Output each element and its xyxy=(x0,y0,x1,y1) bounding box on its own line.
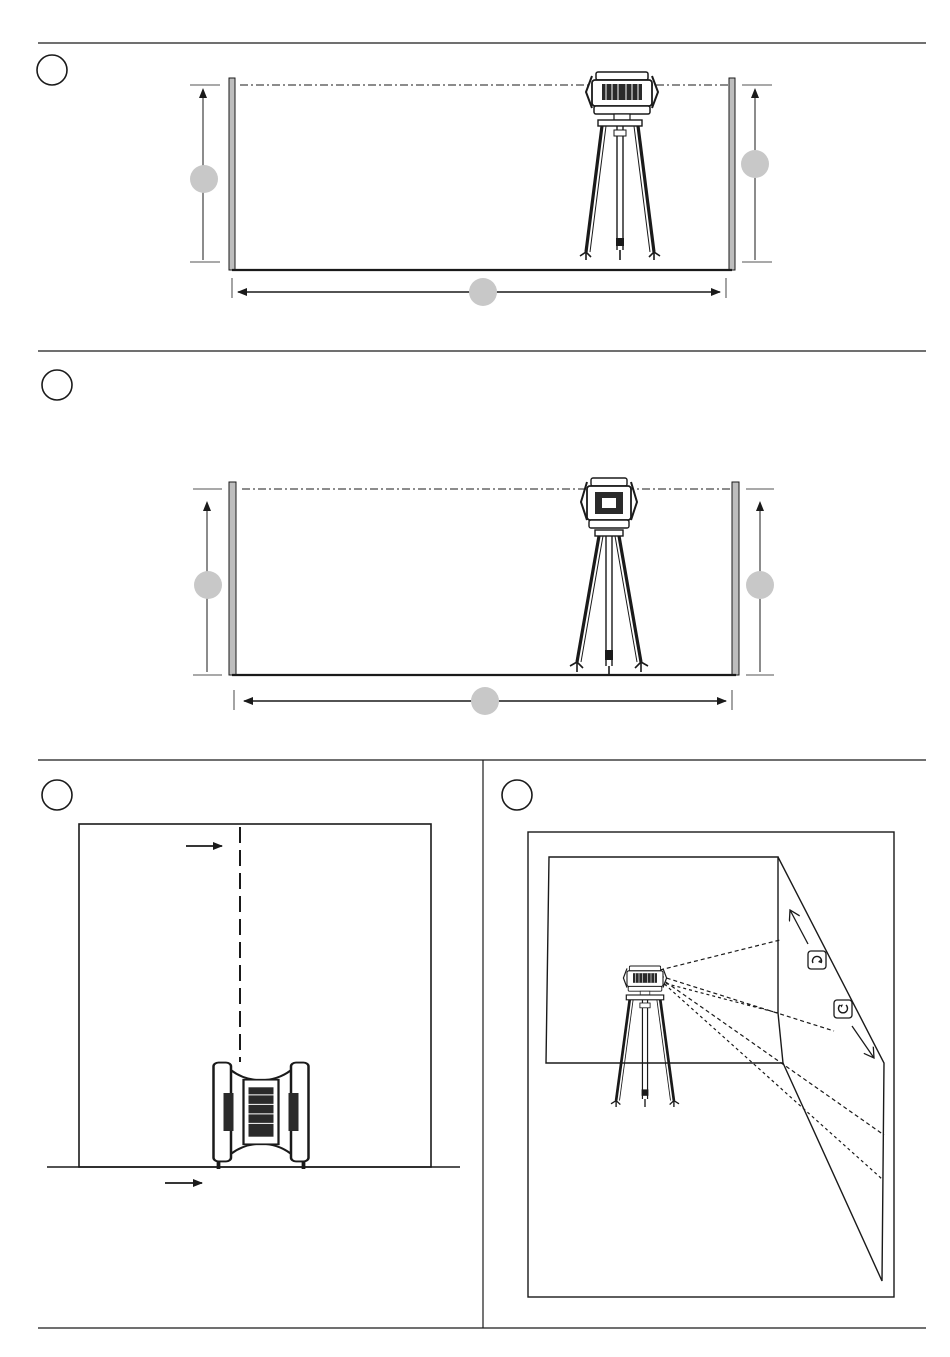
left-wall xyxy=(229,78,235,270)
right-height-dimension xyxy=(746,489,774,675)
right-wall xyxy=(732,482,739,675)
left-wall xyxy=(229,482,236,675)
callout-dot xyxy=(746,571,774,599)
left-height-dimension xyxy=(190,85,220,262)
rotary-laser-level-icon xyxy=(586,72,658,120)
figure-bottom-right xyxy=(502,780,894,1297)
step-marker xyxy=(37,55,67,85)
right-height-dimension xyxy=(741,85,772,262)
callout-dot xyxy=(190,165,218,193)
rotate-counterclockwise-icon xyxy=(808,951,826,969)
right-wall xyxy=(729,78,735,270)
width-dimension xyxy=(234,687,732,715)
tripod-icon xyxy=(580,120,660,260)
width-dimension xyxy=(232,278,726,306)
step-marker xyxy=(42,370,72,400)
left-height-dimension xyxy=(193,489,222,675)
rotary-laser-level-icon xyxy=(623,966,666,995)
callout-dot xyxy=(194,571,222,599)
figure-bottom-left xyxy=(42,780,460,1183)
callout-dot xyxy=(741,150,769,178)
step-marker xyxy=(42,780,72,810)
rotary-laser-level-icon xyxy=(581,478,637,528)
rotate-clockwise-icon xyxy=(834,1000,852,1018)
callout-dot xyxy=(469,278,497,306)
callout-dot xyxy=(471,687,499,715)
tripod-icon xyxy=(570,530,648,674)
figure-top xyxy=(37,55,772,306)
laser-level-on-tripod xyxy=(580,72,660,260)
step-marker xyxy=(502,780,532,810)
laser-level-on-tripod xyxy=(570,478,648,674)
figure-middle xyxy=(42,370,774,715)
